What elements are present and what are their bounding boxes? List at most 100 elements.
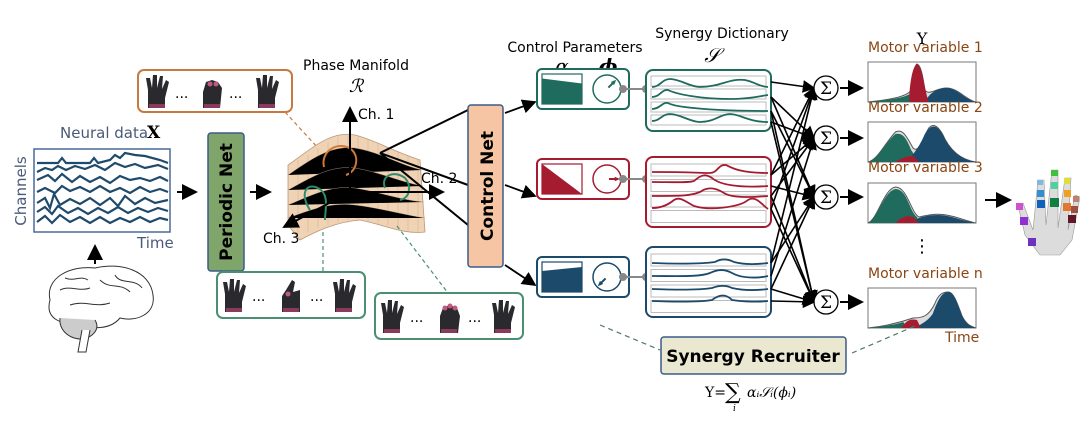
synergy-recruiter-label: Synergy Recruiter (666, 347, 840, 367)
dictionary-to-sum-lines (770, 80, 818, 309)
control-net-output-arrows (504, 99, 537, 286)
green-trajectory-left (303, 185, 327, 221)
motor-component-red (895, 216, 919, 223)
control-param-row-green (536, 68, 772, 132)
dictionary-to-sum-line (770, 288, 816, 305)
synergy-slot (650, 101, 767, 113)
gesture-ellipsis: ··· (310, 293, 323, 309)
motor-variable-label: Motor variable 3 (868, 160, 983, 176)
green-trajectory-right (383, 173, 411, 201)
synergy-dictionary-symbol: 𝒮 (704, 43, 725, 67)
control-param-row-red (536, 156, 772, 228)
neural-trace (36, 191, 169, 212)
formula-lhs: Y= (704, 385, 726, 401)
gesture-box-green-right: ··· ··· (374, 292, 524, 340)
gesture-ellipsis: ··· (175, 90, 188, 106)
gesture-box-green-left: ··· ··· (216, 271, 366, 319)
axis-ch2-label: Ch. 2 (421, 171, 457, 187)
recruiter-dashed-link-right (851, 325, 916, 354)
connector-node (619, 175, 627, 183)
periodic-net-block[interactable]: Periodic Net (207, 132, 245, 272)
glove-icon (440, 303, 460, 333)
motor-component-red (901, 319, 921, 328)
sum-symbol: Σ (820, 188, 832, 208)
dictionary-to-sum-line (770, 86, 818, 264)
synergy-dictionary-box (645, 69, 772, 132)
motor-component-blue (911, 215, 976, 223)
sum-node: Σ (813, 184, 864, 210)
motor-variable-plot: Motor variable 3 (867, 160, 983, 224)
output-symbol: Y (916, 29, 928, 48)
glove-icon (146, 75, 169, 108)
dictionary-to-sum-line (770, 86, 817, 210)
motor-component-green (868, 92, 913, 102)
amplitude-fill (542, 267, 582, 292)
manifold-to-control-lines (379, 109, 469, 226)
neural-data-title: Neural data (60, 124, 148, 142)
synergy-curve (651, 269, 769, 279)
synergy-curve (651, 294, 769, 303)
phase-dial (592, 262, 622, 292)
neural-trace (36, 204, 169, 216)
control-params-title: Control Parameters (507, 40, 642, 56)
gesture-ellipsis: ··· (410, 314, 423, 330)
formula-rhs: αᵢ𝒮ᵢ(ϕᵢ) (747, 385, 796, 401)
sum-symbol: Σ (820, 293, 832, 313)
motor-component-red (895, 156, 919, 162)
amplitude-fill (542, 164, 582, 194)
motor-component-green (868, 322, 908, 328)
control-net-label: Control Net (478, 131, 498, 241)
synergy-curve (651, 113, 769, 123)
motor-component-blue (915, 292, 976, 328)
synergy-slot (650, 269, 767, 282)
neural-trace (36, 184, 169, 195)
synergy-curve (651, 187, 769, 198)
phase-needle-head (610, 79, 617, 86)
dictionary-to-sum-line (770, 80, 816, 93)
orange-dashed-link (284, 111, 319, 149)
axis-ch3-label: Ch. 3 (263, 231, 299, 247)
neural-trace (36, 213, 169, 225)
manifold-title: Phase Manifold (303, 58, 409, 74)
output-ellipsis: ⋮ (913, 236, 931, 257)
glove-icon (256, 75, 279, 108)
phase-dial (592, 74, 622, 104)
synergy-recruiter-block[interactable]: Synergy Recruiter (660, 336, 847, 375)
glove-icon (333, 279, 356, 312)
neural-data-symbol: X (147, 123, 161, 143)
formula-index: i (733, 404, 736, 414)
motor-component-blue (907, 126, 976, 162)
phase-needle-head (597, 280, 604, 287)
axis-ch3 (282, 191, 351, 228)
glove-icon (223, 279, 246, 312)
motor-variable-plot: Motor variable n (867, 266, 983, 329)
motor-variable-label: Motor variable 2 (868, 100, 983, 116)
motor-component-green (868, 133, 919, 162)
dictionary-to-sum-line (770, 136, 817, 277)
dictionary-to-sum-line (770, 208, 816, 304)
neural-trace (36, 161, 169, 173)
channels-axis-label: Channels (12, 156, 30, 226)
synergy-curve (651, 197, 769, 210)
control-net-block[interactable]: Control Net (467, 104, 504, 268)
glove-icon (282, 280, 300, 312)
control-param-row-blue (536, 246, 772, 318)
synergy-curve (651, 284, 769, 291)
phase-needle-head (614, 176, 620, 182)
synergy-curve (651, 164, 769, 174)
periodic-net-label: Periodic Net (217, 143, 237, 261)
synergy-slot (650, 194, 767, 208)
dictionary-to-sum-line (770, 121, 818, 304)
neural-trace (36, 172, 169, 185)
output-time-label: Time (944, 330, 979, 346)
sum-symbol: Σ (820, 129, 832, 149)
green-right-dashed-link (396, 225, 449, 294)
dictionary-to-sum-line (770, 195, 816, 290)
synergy-curve (651, 258, 769, 265)
glove-icon (492, 300, 515, 333)
synergy-dictionary-title: Synergy Dictionary (655, 26, 789, 42)
motor-variable-label: Motor variable 1 (868, 40, 983, 56)
motor-component-green (868, 189, 919, 223)
sum-node: Σ (813, 75, 864, 101)
motor-variable-plot: Motor variable 2 (867, 100, 983, 163)
